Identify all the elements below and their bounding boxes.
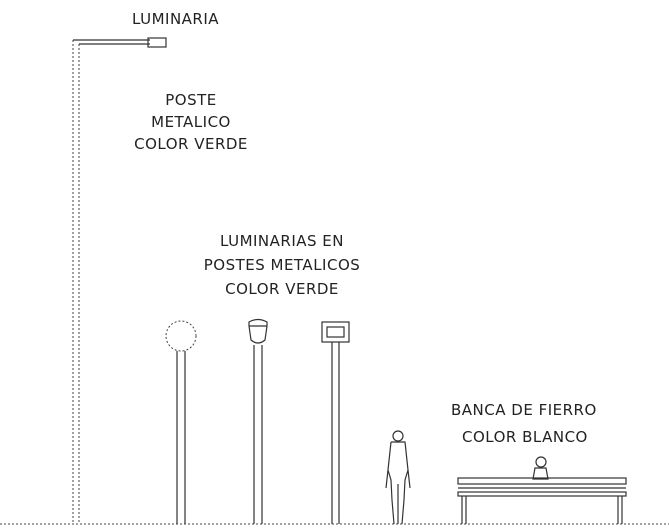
tall-street-light [72,37,167,524]
globe-lamp-post [165,320,197,524]
box-lamp [321,321,350,343]
box-lamp-post [321,321,350,524]
globe-lamp [165,320,197,352]
luminarias-label-line3: COLOR VERDE [225,280,339,298]
poste-label-line3: COLOR VERDE [134,135,248,153]
banca-label-line2: COLOR BLANCO [462,428,588,446]
lantern-lamp [248,318,268,344]
luminaire-head [147,37,167,48]
bench [457,456,627,524]
luminaria-label: LUMINARIA [132,10,220,28]
luminarias-label-line2: POSTES METALICOS [203,256,361,274]
banca-label-line1: BANCA DE FIERRO [451,401,597,419]
person-figure [385,430,411,525]
poste-label-line1: POSTE [165,91,217,109]
lantern-lamp-post [248,318,268,524]
poste-label-line2: METALICO [151,113,231,131]
luminarias-label-line1: LUMINARIAS EN [219,232,345,250]
